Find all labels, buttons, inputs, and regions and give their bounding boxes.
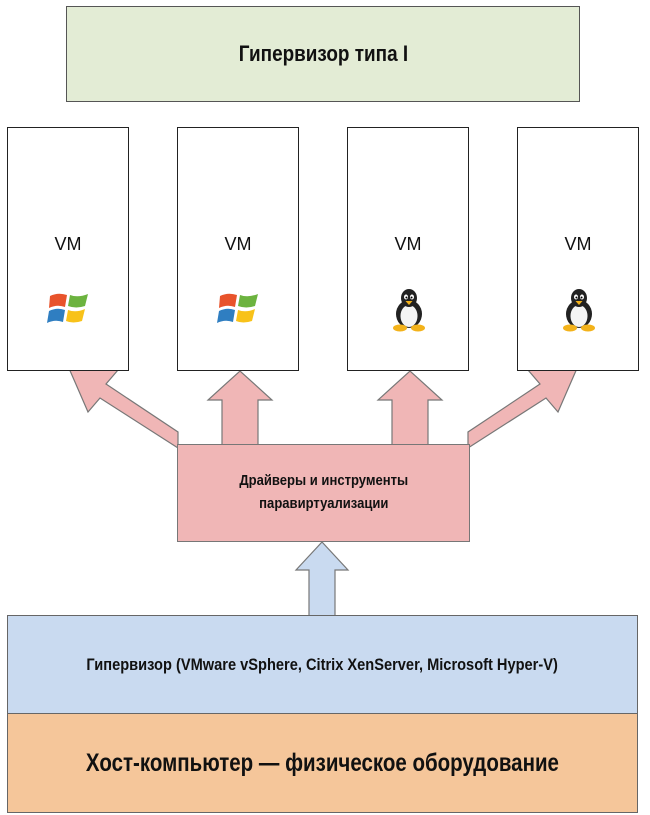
vm-label: VM (394, 234, 422, 254)
vm-box-1: VM (7, 127, 129, 371)
vm-box-3: VM (347, 127, 469, 371)
vm-box-4: VM (517, 127, 639, 371)
hypervisor-layer: Гипервизор (VMware vSphere, Citrix XenSe… (7, 615, 638, 714)
drivers-label-line-1: Драйверы и инструменты (239, 473, 408, 489)
arrow-to-vm-3 (376, 370, 444, 446)
host-hardware-layer: Хост-компьютер — физическое оборудование (7, 713, 638, 813)
linux-tux-icon (393, 289, 425, 332)
windows-logo-icon (217, 293, 258, 323)
vm-label: VM (564, 234, 592, 254)
diagram-title: Гипервизор типа I (238, 41, 408, 66)
host-label: Хост-компьютер — физическое оборудование (85, 748, 560, 777)
linux-tux-icon (563, 289, 595, 332)
arrow-hypervisor-to-drivers (294, 541, 350, 617)
vm-label: VM (54, 234, 82, 254)
paravirtualization-drivers-box: Драйверы и инструменты паравиртуализации (177, 444, 470, 542)
hypervisor-label: Гипервизор (VMware vSphere, Citrix XenSe… (86, 654, 559, 674)
vm-label: VM (224, 234, 252, 254)
diagram-title-box: Гипервизор типа I (66, 6, 580, 102)
windows-logo-icon (47, 293, 88, 323)
drivers-label-line-2: паравиртуализации (258, 496, 389, 512)
vm-box-2: VM (177, 127, 299, 371)
arrow-to-vm-1 (67, 365, 179, 450)
arrow-to-vm-4 (467, 365, 579, 450)
arrow-to-vm-2 (206, 370, 274, 446)
